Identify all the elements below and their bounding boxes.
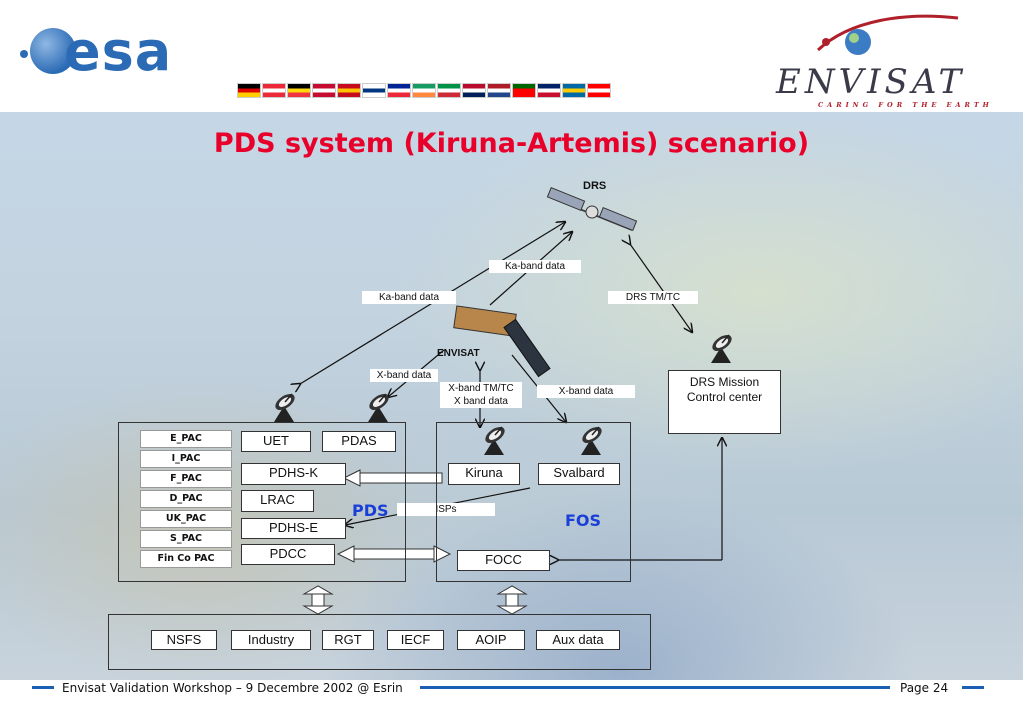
footer-text: Envisat Validation Workshop – 9 Decembre… [62,681,403,695]
drs-mission-control-center: DRS Mission Control center [668,370,781,434]
envisat-logo-text: ENVISAT [776,62,966,102]
pdas-box: PDAS [322,431,396,452]
flag-icon [438,84,460,97]
fos-bottom-link-icon [496,585,528,615]
flag-icon [588,84,610,97]
ground-antenna-icon [368,393,389,422]
isps-label: ISPs [397,503,495,516]
flag-icon [288,84,310,97]
x-band-data-center-label: X band data [440,395,522,408]
envisat-satellite-icon [453,305,551,378]
flag-icon [388,84,410,97]
flag-icon [313,84,335,97]
footer-rule-right [962,686,984,689]
external-entities-box [108,614,651,670]
pac-item: S_PAC [140,530,232,548]
envisat-satellite-label: ENVISAT [437,348,480,359]
header-bar [0,0,1023,112]
flag-icon [563,84,585,97]
pac-item: F_PAC [140,470,232,488]
uet-box: UET [241,431,311,452]
page-title: PDS system (Kiruna-Artemis) scenario) [213,128,810,159]
flag-icon [513,84,535,97]
drs-satellite-icon [546,186,638,232]
flag-icon [338,84,360,97]
external-entity-box: RGT [322,630,374,650]
pds-box [118,422,406,582]
ground-antenna-icon [484,426,505,455]
esa-logo-dot [20,50,28,58]
envisat-logo-graphic [816,14,959,55]
flag-icon [413,84,435,97]
fos-label: FOS [565,511,602,530]
external-entity-box: Industry [231,630,311,650]
external-entity-box: AOIP [457,630,525,650]
flag-icon [263,84,285,97]
envisat-logo-tagline: CARING FOR THE EARTH [818,101,993,109]
ka-band-left-label: Ka-band data [362,291,456,304]
flag-icon [238,84,260,97]
esa-logo-globe [30,28,76,74]
x-band-tmtc-label: X-band TM/TC [440,382,522,395]
pds-bottom-link-icon [302,585,334,615]
flag-icon [363,84,385,97]
kiruna-box: Kiruna [448,463,520,485]
ground-antenna-icon [274,393,295,422]
external-entity-box: IECF [387,630,444,650]
pac-item: I_PAC [140,450,232,468]
pac-item: D_PAC [140,490,232,508]
drs-tmtc-label: DRS TM/TC [608,291,698,304]
pac-item: E_PAC [140,430,232,448]
ground-antenna-icon [711,334,732,363]
page-number: Page 24 [900,681,949,695]
flag-icon [488,84,510,97]
pac-item: Fin Co PAC [140,550,232,568]
flag-icon [463,84,485,97]
pac-item: UK_PAC [140,510,232,528]
focc-box: FOCC [457,550,550,571]
x-band-left-label: X-band data [370,369,438,382]
lrac-box: LRAC [241,490,314,512]
pdcc-box: PDCC [241,544,335,565]
esa-logo-text: esa [64,20,173,83]
pdhs-e-box: PDHS-E [241,518,346,539]
footer-rule-middle [420,686,890,689]
svalbard-box: Svalbard [538,463,620,485]
drs-label: DRS [583,180,607,192]
external-entity-box: Aux data [536,630,620,650]
fos-box [436,422,631,582]
ground-antenna-icon [581,426,602,455]
pdhs-k-box: PDHS-K [241,463,346,485]
external-entity-box: NSFS [151,630,217,650]
x-band-right-label: X-band data [537,385,635,398]
pds-label: PDS [352,501,389,520]
footer-rule-left [32,686,54,689]
ka-band-top-label: Ka-band data [489,260,581,273]
member-state-flags [238,84,610,97]
flag-icon [538,84,560,97]
